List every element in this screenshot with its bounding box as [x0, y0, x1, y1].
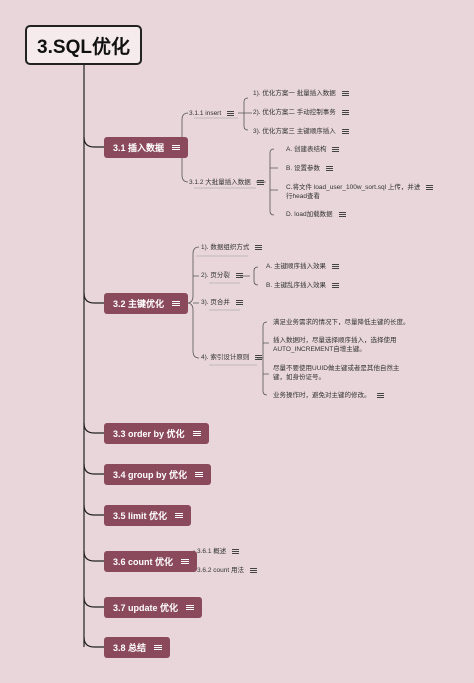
notes-icon	[426, 184, 434, 190]
notes-icon	[235, 300, 243, 305]
section-insert-data[interactable]: 3.1 插入数据	[104, 137, 189, 158]
section-label: 3.8 总结	[113, 643, 147, 653]
topic-bulk-step-b[interactable]: B. 设置参数	[286, 164, 333, 173]
notes-icon	[376, 392, 384, 398]
notes-icon	[235, 273, 243, 278]
notes-icon	[192, 430, 201, 437]
topic-split-sequential[interactable]: A. 主键顺序插入效果	[266, 262, 339, 271]
notes-icon	[325, 166, 333, 171]
section-primary-key[interactable]: 3.2 主键优化	[104, 293, 189, 314]
section-update[interactable]: 3.7 update 优化	[104, 597, 203, 618]
notes-icon	[172, 144, 181, 151]
section-order-by[interactable]: 3.3 order by 优化	[104, 423, 209, 444]
section-label: 3.7 update 优化	[113, 603, 179, 613]
notes-icon	[341, 110, 349, 115]
principle-no-key-update[interactable]: 业务操作时，避免对主键的修改。	[273, 391, 384, 400]
notes-icon	[338, 212, 346, 217]
topic-insert-plan-1[interactable]: 1). 优化方案一 批量插入数据	[253, 89, 349, 98]
notes-icon	[331, 283, 339, 288]
notes-icon	[255, 245, 263, 250]
topic-insert-plan-3[interactable]: 3). 优化方案三 主键顺序插入	[253, 127, 349, 136]
notes-icon	[172, 300, 181, 307]
notes-icon	[154, 644, 163, 651]
notes-icon	[195, 471, 204, 478]
notes-icon	[175, 512, 184, 519]
notes-icon	[341, 129, 349, 134]
notes-icon	[232, 549, 240, 554]
notes-icon	[186, 604, 195, 611]
section-group-by[interactable]: 3.4 group by 优化	[104, 464, 212, 485]
topic-count-usage[interactable]: 3.6.2 count 用法	[197, 566, 257, 575]
notes-icon	[331, 264, 339, 269]
section-label: 3.5 limit 优化	[113, 511, 168, 521]
section-label: 3.2 主键优化	[113, 299, 165, 309]
topic-count-overview[interactable]: 3.6.1 概述	[197, 547, 240, 556]
section-label: 3.3 order by 优化	[113, 429, 185, 439]
section-label: 3.1 插入数据	[113, 143, 165, 153]
section-label: 3.4 group by 优化	[113, 470, 188, 480]
notes-icon	[181, 558, 190, 565]
section-count[interactable]: 3.6 count 优化	[104, 551, 198, 572]
principle-avoid-uuid[interactable]: 尽量不要使用UUID做主键或者是其他自然主键，如身份证号。	[273, 365, 400, 381]
section-label: 3.6 count 优化	[113, 557, 174, 567]
notes-icon	[255, 355, 263, 360]
topic-bulk-step-c[interactable]: C.将文件 load_user_100w_sort.sql 上传，并进行head…	[286, 183, 434, 201]
section-limit[interactable]: 3.5 limit 优化	[104, 505, 192, 526]
principle-short-key[interactable]: 满足业务需求的情况下，尽量降低主键的长度。	[273, 319, 410, 326]
topic-bulk-step-a[interactable]: A. 创建表结构	[286, 145, 340, 154]
topic-data-organization[interactable]: 1). 数据组织方式	[201, 243, 263, 252]
topic-bulk-insert[interactable]: 3.1.2 大批量插入数据	[189, 178, 264, 187]
notes-icon	[227, 111, 235, 116]
notes-icon	[332, 147, 340, 152]
topic-page-split[interactable]: 2). 页分裂	[201, 271, 243, 280]
notes-icon	[341, 91, 349, 96]
root-topic[interactable]: 3.SQL优化	[25, 25, 142, 65]
notes-icon	[249, 568, 257, 573]
notes-icon	[256, 180, 264, 185]
topic-insert[interactable]: 3.1.1 insert	[189, 109, 235, 118]
section-summary[interactable]: 3.8 总结	[104, 637, 171, 658]
topic-index-design[interactable]: 4). 索引设计原则	[201, 353, 263, 362]
topic-page-merge[interactable]: 3). 页合并	[201, 298, 243, 307]
topic-bulk-step-d[interactable]: D. load加载数据	[286, 210, 346, 219]
topic-split-random[interactable]: B. 主键乱序插入效果	[266, 281, 339, 290]
topic-insert-plan-2[interactable]: 2). 优化方案二 手动控制事务	[253, 108, 349, 117]
